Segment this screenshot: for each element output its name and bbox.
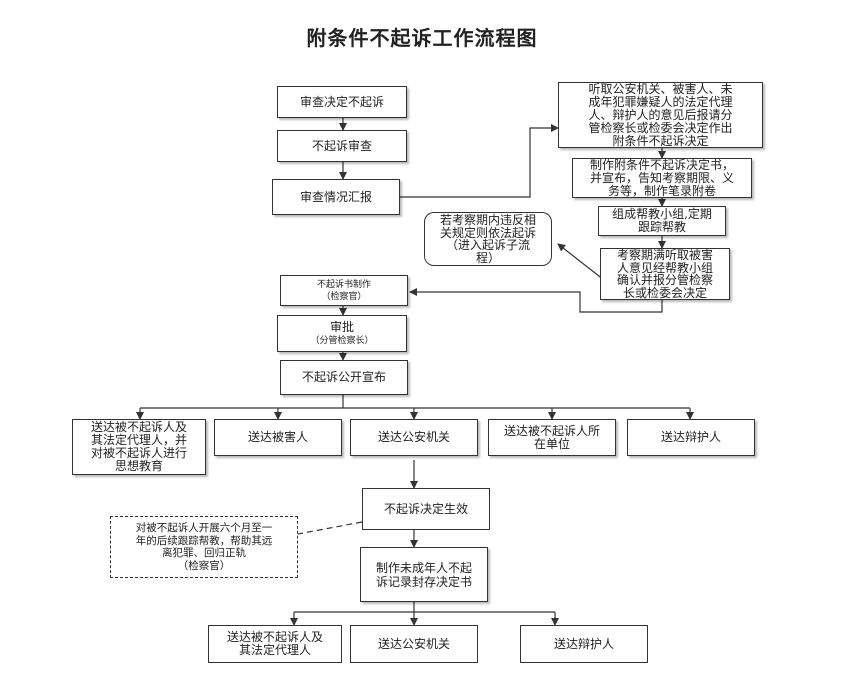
box-help-group: 组成帮教小组,定期跟踪帮教 — [598, 206, 726, 236]
box-line: 人、辩护人的意见后报请分 — [588, 107, 733, 122]
box-line: 人意见经帮教小组 — [616, 260, 713, 275]
box-line: 离犯罪、回归正轨 — [162, 547, 246, 559]
box-line: 不起诉审查 — [311, 138, 372, 153]
box-line: 务等，制作笔录附卷 — [607, 183, 716, 198]
box-review: 不起诉审查 — [277, 130, 407, 162]
box-review-decision: 审查决定不起诉 — [277, 86, 407, 118]
box-final-police: 送达公安机关 — [350, 625, 478, 663]
box-line: 送达公安机关 — [377, 430, 450, 444]
box-line: 程） — [475, 250, 500, 265]
box-announce: 不起诉公开宣布 — [280, 360, 408, 395]
box-line: （检察官） — [177, 559, 231, 572]
box-line: 组成帮教小组,定期 — [612, 207, 712, 221]
box-line: 若考察期内违反相 — [439, 213, 536, 227]
box-line: 诉记录封存决定书 — [375, 574, 472, 589]
box-line: 确认并报分管检察 — [616, 273, 713, 287]
box-line: 在单位 — [533, 436, 570, 451]
box-line: 其法定代理人，并 — [90, 433, 187, 447]
box-line: 审查情况汇报 — [299, 189, 372, 204]
box-violation: 若考察期内违反相关规定则依法起诉（进入起诉子流程） — [424, 212, 552, 266]
box-line: 不起诉公开宣布 — [301, 370, 386, 384]
box-line: 成年犯罪嫌疑人的法定代理 — [588, 94, 733, 109]
page-title: 附条件不起诉工作流程图 — [306, 26, 538, 50]
box-line: 不起诉决定生效 — [383, 501, 468, 516]
box-line: 考察期满听取被害 — [616, 248, 713, 262]
box-line: 思想教育 — [114, 459, 163, 473]
box-line: 制作附条件不起诉决定书， — [589, 157, 734, 172]
box-line: 听取公安机关、被害人、未 — [588, 81, 733, 96]
arrow-end-review-to-violation — [557, 243, 605, 281]
box-line: 附条件不起诉决定 — [612, 133, 709, 148]
box-final-suspect: 送达被不起诉人及其法定代理人 — [208, 625, 342, 663]
box-report: 审查情况汇报 — [272, 179, 400, 215]
make-doc-sub: （检察官） — [321, 291, 367, 302]
box-deliver-victim: 送达被害人 — [214, 419, 342, 456]
box-deliver-defender: 送达辩护人 — [627, 419, 755, 456]
box-seal-record: 制作未成年人不起诉记录封存决定书 — [360, 547, 488, 602]
box-line: （进入起诉子流 — [445, 238, 530, 252]
box-line: 年的后续跟踪帮教，帮助其远 — [135, 534, 273, 547]
box-line: 关规定则依法起诉 — [439, 225, 536, 240]
arrow-end-review-to-make-doc — [409, 288, 663, 313]
approve-sub: （分管检察长） — [310, 336, 374, 346]
box-follow-up: 对被不起诉人开展六个月至一年的后续跟踪帮教，帮助其远离犯罪、回归正轨（检察官） — [110, 516, 298, 578]
box-line: 送达被不起诉人所 — [503, 423, 600, 438]
box-hear-opinions: 听取公安机关、被害人、未成年犯罪嫌疑人的法定代理人、辩护人的意见后报请分管检察长… — [558, 82, 763, 148]
arrow-report-to-hear-opinions — [400, 124, 559, 198]
box-line: 长或检委会决定 — [622, 285, 707, 300]
link-effective-to-follow-up — [297, 521, 363, 535]
box-end-review: 考察期满听取被害人意见经帮教小组确认并报分管检察长或检委会决定 — [600, 248, 730, 300]
box-line: 送达被害人 — [247, 430, 308, 444]
make-doc-label: 不起诉书制作 — [316, 279, 371, 290]
approve-label: 审批 — [329, 320, 354, 334]
box-line: 送达被不起诉人及 — [90, 420, 187, 434]
box-approve: 审批 （分管检察长） — [277, 315, 407, 352]
box-line: 并宣布，告知考察期限、义 — [589, 170, 734, 185]
box-line: 其法定代理人 — [238, 643, 311, 657]
box-line: 对被不起诉人开展六个月至一 — [135, 522, 273, 534]
box-line: 对被不起诉人进行 — [90, 446, 187, 460]
box-line: 送达辩护人 — [660, 430, 721, 444]
box-line: 审查决定不起诉 — [299, 94, 384, 109]
box-final-defender: 送达辩护人 — [520, 625, 648, 663]
box-line: 送达被不起诉人及 — [226, 630, 323, 644]
box-line: 送达公安机关 — [377, 636, 450, 651]
box-line: 制作未成年人不起 — [375, 560, 472, 575]
box-effective: 不起诉决定生效 — [362, 488, 490, 530]
box-deliver-suspect: 送达被不起诉人及其法定代理人，并对被不起诉人进行思想教育 — [72, 419, 206, 475]
box-make-decision: 制作附条件不起诉决定书，并宣布，告知考察期限、义务等，制作笔录附卷 — [572, 158, 752, 198]
box-line: 管检察长或检委会决定作出 — [588, 120, 733, 135]
box-line: 跟踪帮教 — [637, 220, 686, 234]
box-deliver-unit: 送达被不起诉人所在单位 — [488, 419, 616, 456]
box-line: 送达辩护人 — [553, 636, 614, 651]
box-make-doc: 不起诉书制作 （检察官） — [280, 275, 408, 306]
box-deliver-police: 送达公安机关 — [350, 419, 478, 456]
